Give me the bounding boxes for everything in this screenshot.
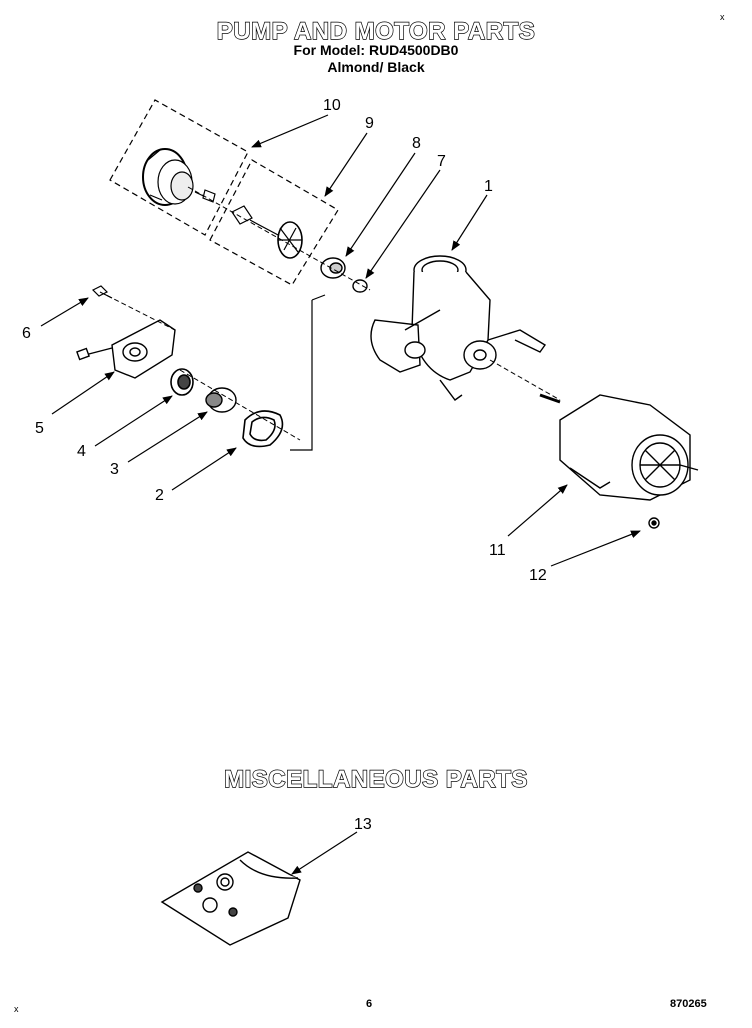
misc-section-title: MISCELLANEOUS PARTS [223, 765, 528, 793]
page-number: 6 [366, 998, 373, 1010]
callout-10: 10 [323, 97, 341, 114]
assembly-lines [99, 186, 561, 441]
part-3-seal [205, 387, 237, 413]
corner-mark-bottom: x [14, 1004, 19, 1014]
callout-9: 9 [365, 115, 374, 132]
page-title: PUMP AND MOTOR PARTS [216, 17, 536, 45]
part-10-kit [109, 99, 249, 236]
corner-mark-top: x [720, 12, 725, 22]
part-7-washer [352, 279, 368, 293]
part-12-nut [648, 517, 660, 529]
callout-5: 5 [35, 420, 44, 437]
part-5-housing [76, 319, 176, 379]
callout-7: 7 [437, 153, 446, 170]
callout-8: 8 [412, 135, 421, 152]
part-2-gasket [242, 410, 284, 448]
part-9-kit [209, 159, 339, 286]
bracket-line [290, 294, 326, 451]
callout-arrows [40, 114, 641, 875]
callout-2: 2 [155, 487, 164, 504]
color-line: Almond/ Black [327, 59, 425, 75]
part-1-pump-housing [370, 255, 547, 401]
part-4-bearing [170, 368, 194, 396]
model-line: For Model: RUD4500DB0 [293, 42, 459, 58]
part-11-motor [539, 393, 699, 501]
callout-6: 6 [22, 325, 31, 342]
part-13-hardware-bag [160, 851, 301, 946]
callout-3: 3 [110, 461, 119, 478]
callout-4: 4 [77, 443, 86, 460]
callout-1: 1 [484, 178, 493, 195]
document-number: 870265 [670, 998, 707, 1010]
callout-13: 13 [354, 816, 372, 833]
part-8-seal [320, 257, 346, 279]
callout-12: 12 [529, 567, 547, 584]
callout-11: 11 [489, 542, 506, 559]
